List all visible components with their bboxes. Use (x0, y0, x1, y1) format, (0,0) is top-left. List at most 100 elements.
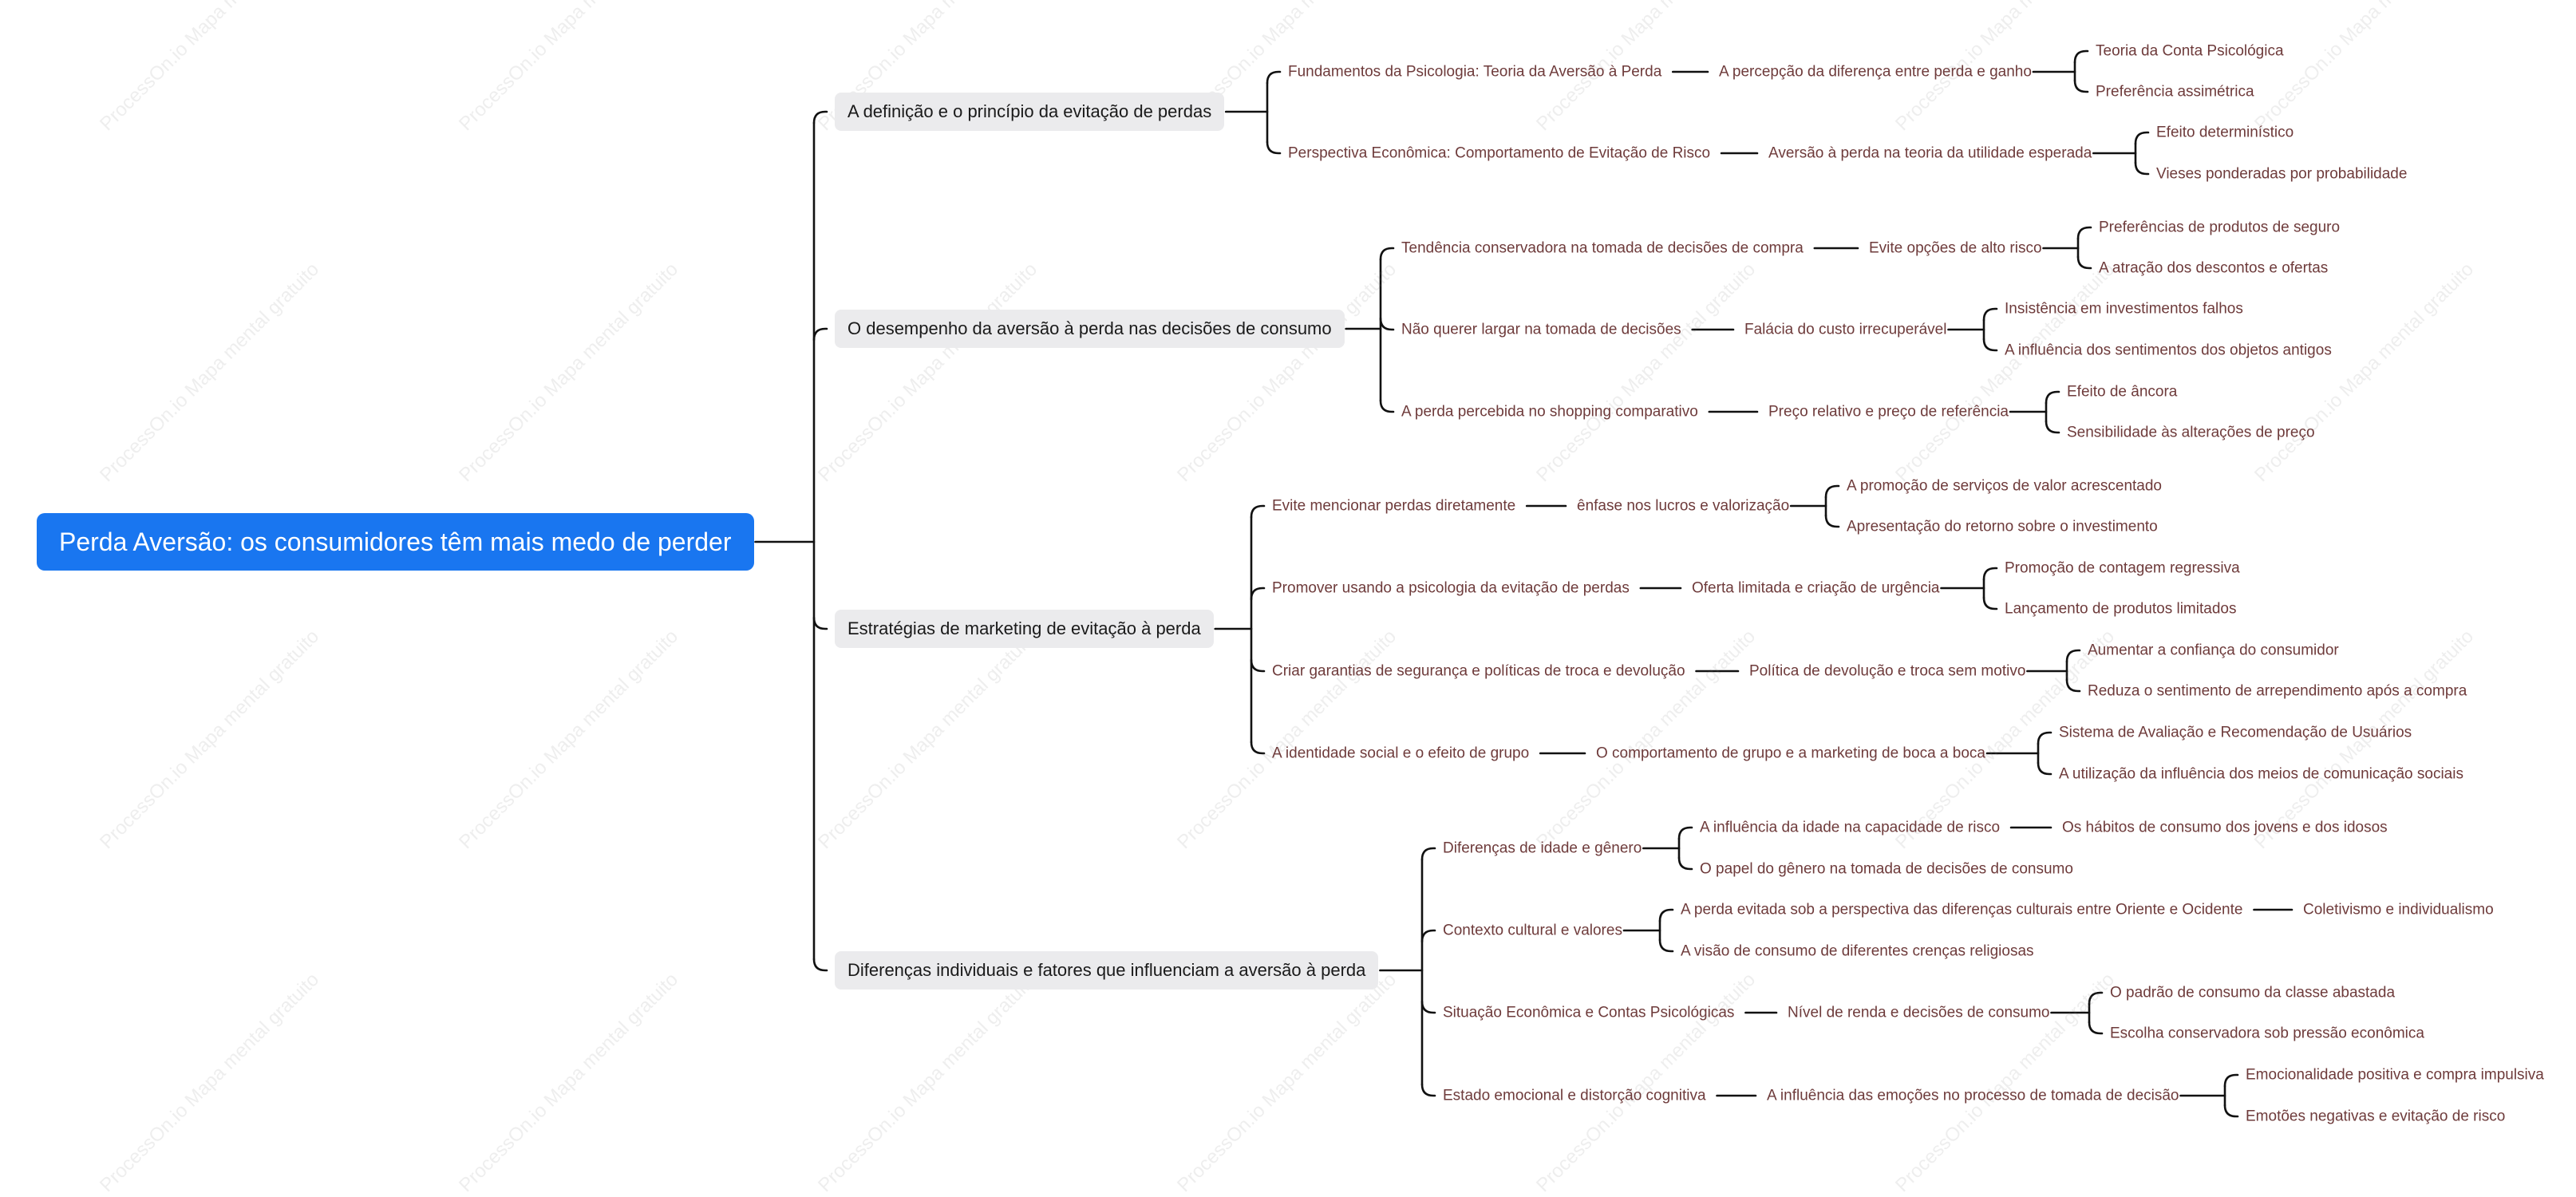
leaf-topic[interactable]: Sistema de Avaliação e Recomendação de U… (2059, 724, 2412, 741)
subtopic[interactable]: Estado emocional e distorção cognitiva (1443, 1087, 1706, 1104)
subtopic[interactable]: A percepção da diferença entre perda e g… (1719, 63, 2032, 81)
branch-topic[interactable]: Diferenças individuais e fatores que inf… (835, 951, 1379, 990)
subtopic[interactable]: Situação Econômica e Contas Psicológicas (1443, 1004, 1735, 1021)
subtopic[interactable]: Contexto cultural e valores (1443, 922, 1622, 939)
connector-line (2088, 991, 2104, 1005)
connector-line (2065, 678, 2081, 693)
connector-line (812, 110, 828, 124)
leaf-topic[interactable]: Os hábitos de consumo dos jovens e dos i… (2062, 819, 2388, 836)
connector-line (1250, 504, 1266, 519)
subtopic[interactable]: Evite mencionar perdas diretamente (1272, 497, 1516, 515)
branch-topic[interactable]: O desempenho da aversão à perda nas deci… (835, 310, 1345, 348)
subtopic[interactable]: Aversão à perda na teoria da utilidade e… (1768, 144, 2092, 162)
subtopic[interactable]: A influência da idade na capacidade de r… (1700, 819, 2001, 836)
leaf-topic[interactable]: O papel do gênero na tomada de decisões … (1700, 860, 2073, 878)
connector-line (2223, 1073, 2239, 1088)
subtopic[interactable]: Fundamentos da Psicologia: Teoria da Ave… (1288, 63, 1662, 81)
subtopic[interactable]: A perda evitada sob a perspectiva das di… (1681, 901, 2243, 918)
leaf-topic[interactable]: Teoria da Conta Psicológica (2096, 42, 2284, 60)
subtopic[interactable]: Oferta limitada e criação de urgência (1692, 579, 1940, 597)
connector-line (1420, 929, 1436, 943)
subtopic[interactable]: Criar garantias de segurança e políticas… (1272, 662, 1685, 680)
connector-line (1824, 484, 1840, 499)
connector-line (2073, 49, 2089, 64)
subtopic[interactable]: A influência das emoções no processo de … (1767, 1087, 2179, 1104)
leaf-topic[interactable]: Vieses ponderadas por probabilidade (2156, 165, 2408, 183)
connector-line (812, 616, 828, 630)
leaf-topic[interactable]: Sensibilidade às alterações de preço (2067, 424, 2315, 441)
subtopic[interactable]: A identidade social e o efeito de grupo (1272, 745, 1530, 762)
connector-line (2037, 731, 2053, 745)
connector-line (2134, 131, 2150, 145)
connector-line (1266, 70, 1282, 85)
connector-line (1250, 658, 1266, 673)
leaf-topic[interactable]: Preferência assimétrica (2096, 83, 2254, 101)
connector-line (2073, 79, 2089, 93)
leaf-topic[interactable]: Coletivismo e individualismo (2303, 901, 2494, 918)
connector-line (1658, 938, 1674, 953)
subtopic[interactable]: Promover usando a psicologia da evitação… (1272, 579, 1630, 597)
leaf-topic[interactable]: Insistência em investimentos falhos (2005, 300, 2243, 318)
subtopic[interactable]: Não querer largar na tomada de decisões (1401, 321, 1681, 338)
connector-line (1379, 399, 1395, 413)
leaf-topic[interactable]: Aumentar a confiança do consumidor (2088, 642, 2339, 659)
connector-line (2065, 649, 2081, 663)
connector-line (2045, 420, 2060, 434)
connector-line (1824, 514, 1840, 528)
connector-line (2045, 390, 2060, 405)
subtopic[interactable]: O comportamento de grupo e a marketing d… (1596, 745, 1985, 762)
leaf-topic[interactable]: A promoção de serviços de valor acrescen… (1847, 477, 2162, 495)
connector-line (2223, 1104, 2239, 1118)
branch-topic[interactable]: Estratégias de marketing de evitação à p… (835, 610, 1214, 648)
leaf-topic[interactable]: Efeito determinístico (2156, 124, 2294, 141)
subtopic[interactable]: Falácia do custo irrecuperável (1744, 321, 1947, 338)
connector-line (812, 327, 828, 342)
subtopic[interactable]: ênfase nos lucros e valorização (1577, 497, 1790, 515)
leaf-topic[interactable]: A utilização da influência dos meios de … (2059, 765, 2463, 783)
connector-line (1982, 567, 1998, 581)
connector-line (1982, 307, 1998, 322)
connector-line (1420, 1083, 1436, 1097)
connector-line (2134, 161, 2150, 176)
leaf-topic[interactable]: Emotões negativas e evitação de risco (2246, 1108, 2506, 1125)
connector-line (1266, 140, 1282, 155)
connector-line (1379, 247, 1395, 261)
connector-line (812, 958, 828, 972)
subtopic[interactable]: Tendência conservadora na tomada de deci… (1401, 239, 1804, 257)
connector-line (1250, 587, 1266, 601)
connector-line (1658, 908, 1674, 922)
leaf-topic[interactable]: A visão de consumo de diferentes crenças… (1681, 942, 2034, 960)
leaf-topic[interactable]: Lançamento de produtos limitados (2005, 600, 2237, 618)
leaf-topic[interactable]: Emocionalidade positiva e compra impulsi… (2246, 1066, 2544, 1084)
connector-line (2088, 1021, 2104, 1035)
connector-line (1677, 856, 1693, 871)
connector-line (2037, 761, 2053, 776)
leaf-topic[interactable]: A influência dos sentimentos dos objetos… (2005, 342, 2332, 359)
leaf-topic[interactable]: Preferências de produtos de seguro (2099, 219, 2341, 236)
subtopic[interactable]: Perspectiva Econômica: Comportamento de … (1288, 144, 1711, 162)
connector-line (1982, 596, 1998, 610)
leaf-topic[interactable]: O padrão de consumo da classe abastada (2110, 984, 2396, 1001)
subtopic[interactable]: Preço relativo e preço de referência (1768, 403, 2009, 421)
subtopic[interactable]: Diferenças de idade e gênero (1443, 839, 1642, 857)
leaf-topic[interactable]: Reduza o sentimento de arrependimento ap… (2088, 682, 2467, 700)
root-topic[interactable]: Perda Aversão: os consumidores têm mais … (37, 513, 754, 571)
branch-topic[interactable]: A definição e o princípio da evitação de… (835, 93, 1225, 131)
connector-line (1250, 741, 1266, 755)
connector-line (1420, 1000, 1436, 1014)
subtopic[interactable]: A perda percebida no shopping comparativ… (1401, 403, 1698, 421)
subtopic[interactable]: Nível de renda e decisões de consumo (1788, 1004, 2050, 1021)
connector-line (1982, 338, 1998, 352)
leaf-topic[interactable]: A atração dos descontos e ofertas (2099, 259, 2329, 277)
subtopic[interactable]: Política de devolução e troca sem motivo (1749, 662, 2026, 680)
leaf-topic[interactable]: Promoção de contagem regressiva (2005, 559, 2240, 577)
connector-line (2076, 226, 2092, 240)
subtopic[interactable]: Evite opções de alto risco (1869, 239, 2042, 257)
connector-line (1420, 847, 1436, 861)
connector-line (1379, 317, 1395, 331)
connector-line (2076, 255, 2092, 270)
leaf-topic[interactable]: Escolha conservadora sob pressão econômi… (2110, 1025, 2424, 1042)
leaf-topic[interactable]: Efeito de âncora (2067, 383, 2178, 401)
leaf-topic[interactable]: Apresentação do retorno sobre o investim… (1847, 518, 2158, 535)
